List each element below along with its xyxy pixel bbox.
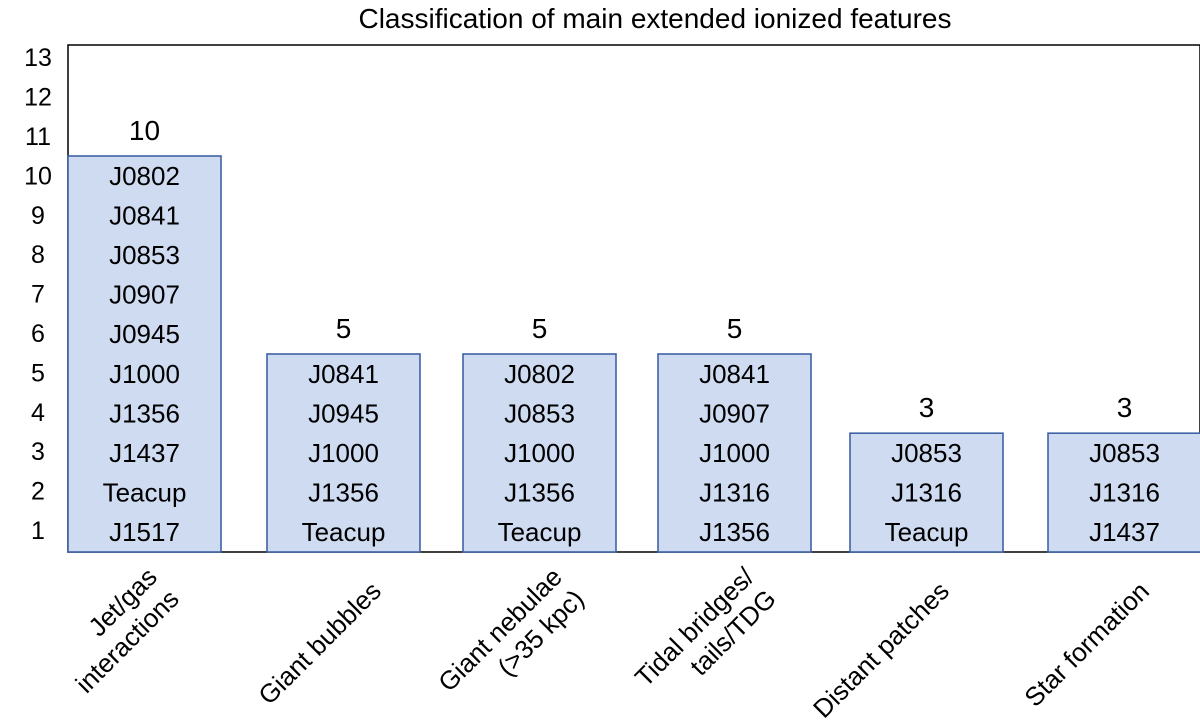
x-category-label: Giant nebulae(>35 kpc): [432, 562, 590, 720]
bar-item-label: Teacup: [103, 478, 187, 508]
bar-item-label: Teacup: [498, 517, 582, 547]
x-category-line: Giant bubbles: [252, 576, 387, 711]
bar-item-label: J0841: [699, 359, 770, 389]
bar-item-label: J0945: [308, 398, 379, 428]
svg-text:Tidal bridges/tails/TDG: Tidal bridges/tails/TDG: [629, 561, 782, 714]
svg-text:Giant nebulae(>35 kpc): Giant nebulae(>35 kpc): [432, 562, 590, 720]
bar-item-label: J1316: [699, 478, 770, 508]
svg-text:Jet/gasinteractions: Jet/gasinteractions: [48, 562, 185, 699]
y-tick-label: 11: [25, 123, 51, 151]
y-tick-label: 2: [31, 478, 45, 506]
bars: 10J0802J0841J0853J0907J0945J1000J1356J14…: [67, 115, 1200, 553]
bar: [1047, 432, 1200, 553]
bar-item-label: J0853: [1089, 438, 1160, 468]
bar-value-label: 5: [532, 313, 548, 344]
bar-value-label: 3: [1117, 392, 1133, 423]
x-category-label: Distant patches: [807, 576, 955, 721]
bar-item-label: J1000: [504, 438, 575, 468]
bar-value-label: 10: [129, 115, 160, 146]
y-tick-label: 12: [24, 84, 52, 112]
y-tick-label: 3: [31, 438, 45, 466]
bar-value-label: 5: [336, 313, 352, 344]
bar: [266, 353, 421, 553]
bar-item-label: J1517: [109, 517, 180, 547]
bar: [67, 155, 222, 553]
bar-item-label: J0841: [308, 359, 379, 389]
bar: [462, 353, 617, 553]
svg-text:Star formation: Star formation: [1018, 576, 1155, 713]
bar-item-label: J1316: [891, 478, 962, 508]
x-category-line: Star formation: [1018, 576, 1155, 713]
bar: [657, 353, 812, 553]
x-category-label: Jet/gasinteractions: [48, 562, 185, 699]
bar-item-label: J1356: [504, 478, 575, 508]
bar-item-label: J0841: [109, 200, 180, 230]
y-tick-label: 9: [31, 202, 45, 230]
x-category-label: Star formation: [1018, 576, 1155, 713]
bar-item-label: J0802: [109, 161, 180, 191]
bar-item-label: J0945: [109, 319, 180, 349]
y-tick-label: 1: [31, 517, 45, 545]
y-tick-label: 8: [31, 241, 45, 269]
bar-item-label: J1356: [109, 398, 180, 428]
bar-item-label: Teacup: [885, 517, 969, 547]
bar-item-label: J0907: [699, 398, 770, 428]
bar-item-label: J1316: [1089, 478, 1160, 508]
x-category-label: Giant bubbles: [252, 576, 387, 711]
y-tick-label: 13: [24, 44, 52, 72]
bar: [849, 432, 1004, 553]
plot-frame: [67, 44, 1200, 553]
bar-value-label: 3: [919, 392, 935, 423]
x-category-line: Distant patches: [807, 576, 955, 721]
bar-item-label: J1437: [109, 438, 180, 468]
bar-item-label: J0853: [109, 240, 180, 270]
bar-item-label: J1437: [1089, 517, 1160, 547]
bar-item-label: J0802: [504, 359, 575, 389]
x-axis-labels: Jet/gasinteractions Giant bubbles Giant ne…: [48, 561, 1155, 721]
svg-text:Giant bubbles: Giant bubbles: [252, 576, 387, 711]
bar-item-label: J1000: [109, 359, 180, 389]
bar-item-label: J0853: [891, 438, 962, 468]
bar-item-label: J0907: [109, 280, 180, 310]
bar-item-label: J0853: [504, 398, 575, 428]
y-tick-label: 5: [31, 359, 45, 387]
bar-item-label: Teacup: [302, 517, 386, 547]
y-tick-label: 10: [24, 162, 52, 190]
bar-item-label: J1000: [308, 438, 379, 468]
y-tick-label: 6: [31, 320, 45, 348]
bar-item-label: J1000: [699, 438, 770, 468]
chart-title: Classification of main extended ionized …: [358, 3, 951, 34]
bar-item-label: J1356: [699, 517, 770, 547]
y-tick-label: 4: [31, 399, 45, 427]
svg-text:Distant patches: Distant patches: [807, 576, 955, 721]
x-category-label: Tidal bridges/tails/TDG: [629, 561, 782, 714]
y-tick-label: 7: [31, 281, 45, 309]
bar-value-label: 5: [727, 313, 743, 344]
bar-item-label: J1356: [308, 478, 379, 508]
